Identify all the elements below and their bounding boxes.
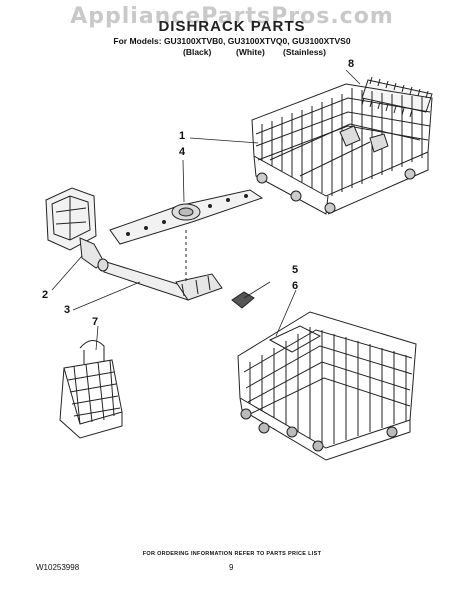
part-2-manifold: [45, 187, 105, 269]
document-number: W10253998: [36, 563, 80, 572]
leader-lines: [51, 69, 361, 351]
callout-6: 6: [292, 280, 299, 292]
finish-black: (Black): [183, 47, 212, 57]
callout-1: 1: [179, 130, 186, 142]
watermark-logo: AppliancePartsPros.com: [70, 4, 394, 29]
callout-7: 7: [92, 316, 99, 328]
part-4-spray-arm: [109, 189, 264, 245]
callout-4: 4: [179, 146, 186, 158]
models-line: For Models: GU3100XTVB0, GU3100XTVQ0, GU…: [113, 36, 351, 46]
finish-stainless: (Stainless): [283, 47, 326, 57]
part-3-feed-tube: [97, 230, 223, 301]
page-title: DISHRACK PARTS: [158, 18, 306, 35]
part-1-upper-rack: [251, 83, 433, 215]
finish-white: (White): [236, 47, 265, 57]
ordering-note: FOR ORDERING INFORMATION REFER TO PARTS …: [142, 551, 322, 557]
callout-3: 3: [64, 304, 71, 316]
callout-8: 8: [348, 58, 355, 70]
part-6-lower-rack: [237, 311, 417, 461]
page-number: 9: [229, 563, 234, 572]
part-7-silverware-basket: [59, 340, 123, 439]
part-8-tine-row: [361, 76, 433, 118]
callout-5: 5: [292, 264, 299, 276]
callout-2: 2: [42, 289, 49, 301]
part-5-clip: [231, 291, 255, 309]
